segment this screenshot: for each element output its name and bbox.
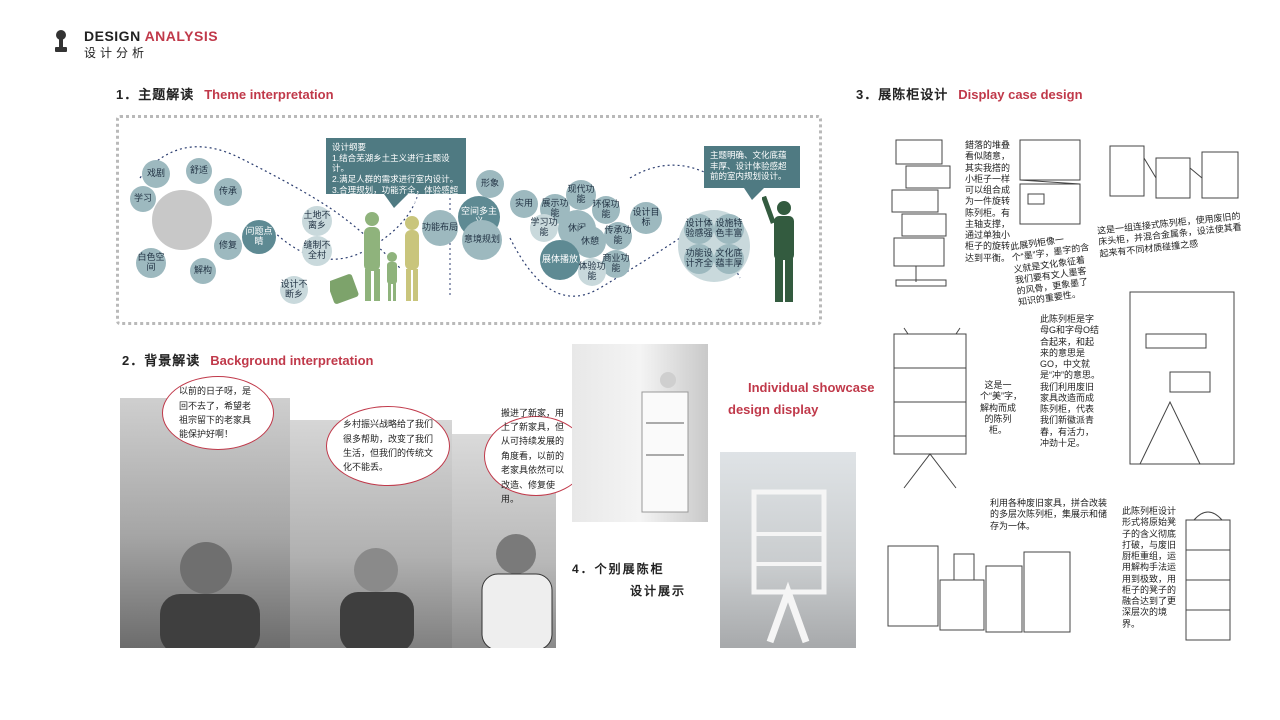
note-connected-cabinet: 这是一组连接式陈列柜，使用废旧的床头柜，并混合金属条，设法使其看起来有不同材质碰… (1096, 210, 1243, 259)
mo-cabinet-sketch (1019, 139, 1081, 225)
stool-cabinet-sketch (1185, 511, 1231, 641)
bubble-repair: 修复 (214, 232, 242, 260)
bubble-design-goal: 设计目标 (630, 202, 662, 234)
note-mo-cabinet: 此展列柜像一个“墨”字，墨字的含义就是文化象征着我们要有文人墨客的风骨，更象墨了… (1009, 234, 1090, 308)
bubble-village: 缝制不全村 (302, 236, 332, 266)
multi-level-cabinet-sketch (887, 545, 1071, 633)
bubble-inherit: 传承 (214, 178, 242, 206)
callout2-pointer-icon (744, 188, 764, 200)
bubble-eco: 环保功能 (592, 196, 620, 224)
family-silhouette-icon (330, 212, 419, 304)
bubble-learning: 学习功能 (530, 214, 558, 242)
bubble-study: 学习 (130, 186, 156, 212)
bubble-center (152, 190, 212, 250)
go-cabinet-sketch (1129, 291, 1235, 465)
note-rotating-cabinet: 錯落的堆叠看似随意，其实我搭的小柜子一样可以组合成为一件旋转陈列柜。有主轴支撑，… (964, 140, 1010, 263)
bubble-commerce: 商业功能 (602, 250, 630, 278)
section4-en-line2: design display (728, 402, 819, 417)
bubble-drama: 戏剧 (142, 160, 170, 188)
note-multi-level-cabinet: 利用各种废旧家具，拼合改装的多层次陈列柜，集展示和储存为一体。 (990, 498, 1108, 531)
bubble-deconstruct: 解构 (190, 258, 216, 284)
bubble-rich-features: 设施特色丰富 (714, 214, 744, 244)
section4-heading-line2: 设计展示 (630, 584, 687, 598)
note-stool-cabinet: 此陈列柜设计形式将原始凳子的含义彻底打破，与废旧厨柜重组，运用解构手法运用到极致… (1122, 506, 1177, 629)
mei-character-cabinet-sketch (893, 327, 967, 489)
bubble-white-space: 白色空间 (136, 248, 166, 278)
section4-heading-line1: 4．个别展陈柜 (572, 562, 665, 576)
showcase-photo-top (572, 344, 708, 522)
speech-elderly-woman: 以前的日子呀，是回不去了，希望老祖宗留下的老家具能保护好啊！ (162, 376, 274, 450)
bubble-rich-culture: 文化底蕴丰厚 (714, 244, 744, 274)
section4-en-line1: Individual showcase (748, 380, 875, 395)
theme-summary-callout: 主题明确、文化底蕴丰厚、设计体验感超前的室内规划设计。 (704, 146, 800, 188)
bubble-media: 展体播放 (540, 240, 580, 280)
callout1-pointer-icon (384, 194, 408, 208)
bubble-design-village: 设计不断乡 (280, 276, 308, 304)
pointing-man-silhouette-icon (762, 196, 794, 302)
bubble-function-layout: 功能布局 (422, 210, 458, 246)
note-mei-character: 这是一个“美”字，解构而成的陈列柜。 (980, 380, 1022, 435)
bubble-image: 形象 (476, 170, 504, 198)
bubble-experience: 体验功能 (578, 258, 606, 286)
connected-cabinet-sketch (1109, 145, 1239, 199)
bubble-problem: 问题点睛 (242, 220, 276, 254)
theme-panel (116, 115, 822, 325)
rotating-cabinet-sketch (891, 139, 951, 287)
bubble-full-function: 功能设计齐全 (684, 244, 714, 274)
header-logo-icon (52, 28, 70, 54)
bubble-heritage: 传承功能 (604, 222, 632, 250)
showcase-photo-bottom (720, 452, 856, 648)
page-title: DESIGN ANALYSIS (84, 28, 219, 44)
note-go-cabinet: 此陈列柜是字母G和字母O结合起来，和起来的意思是GO，中文就是“冲”的意思。我们… (1040, 314, 1100, 448)
bubble-practical: 实用 (510, 190, 538, 218)
speech-middle-aged-woman: 乡村振兴战略给了我们很多帮助，改变了我们生活，但我们的传统文化不能丢。 (326, 406, 450, 486)
speech-young-man: 搬进了新家，用上了新家具，但从可持续发展的角度看，以前的老家具依然可以改造、修复… (484, 408, 588, 504)
bubble-strong-experience: 设计体验感强 (684, 214, 714, 244)
bubble-modern: 现代功能 (566, 180, 596, 210)
bubble-comfort: 舒适 (186, 158, 212, 184)
bubble-land: 土地不离乡 (302, 206, 332, 236)
page-subtitle: 设计分析 (84, 46, 149, 60)
bubble-mood-plan: 意境规划 (462, 220, 502, 260)
design-outline-callout: 设计纲要 1.结合芜湖乡土主义进行主题设计。 2.满足人群的需求进行室内设计。 … (326, 138, 466, 205)
bubble-rest: 休憩 (574, 226, 606, 258)
